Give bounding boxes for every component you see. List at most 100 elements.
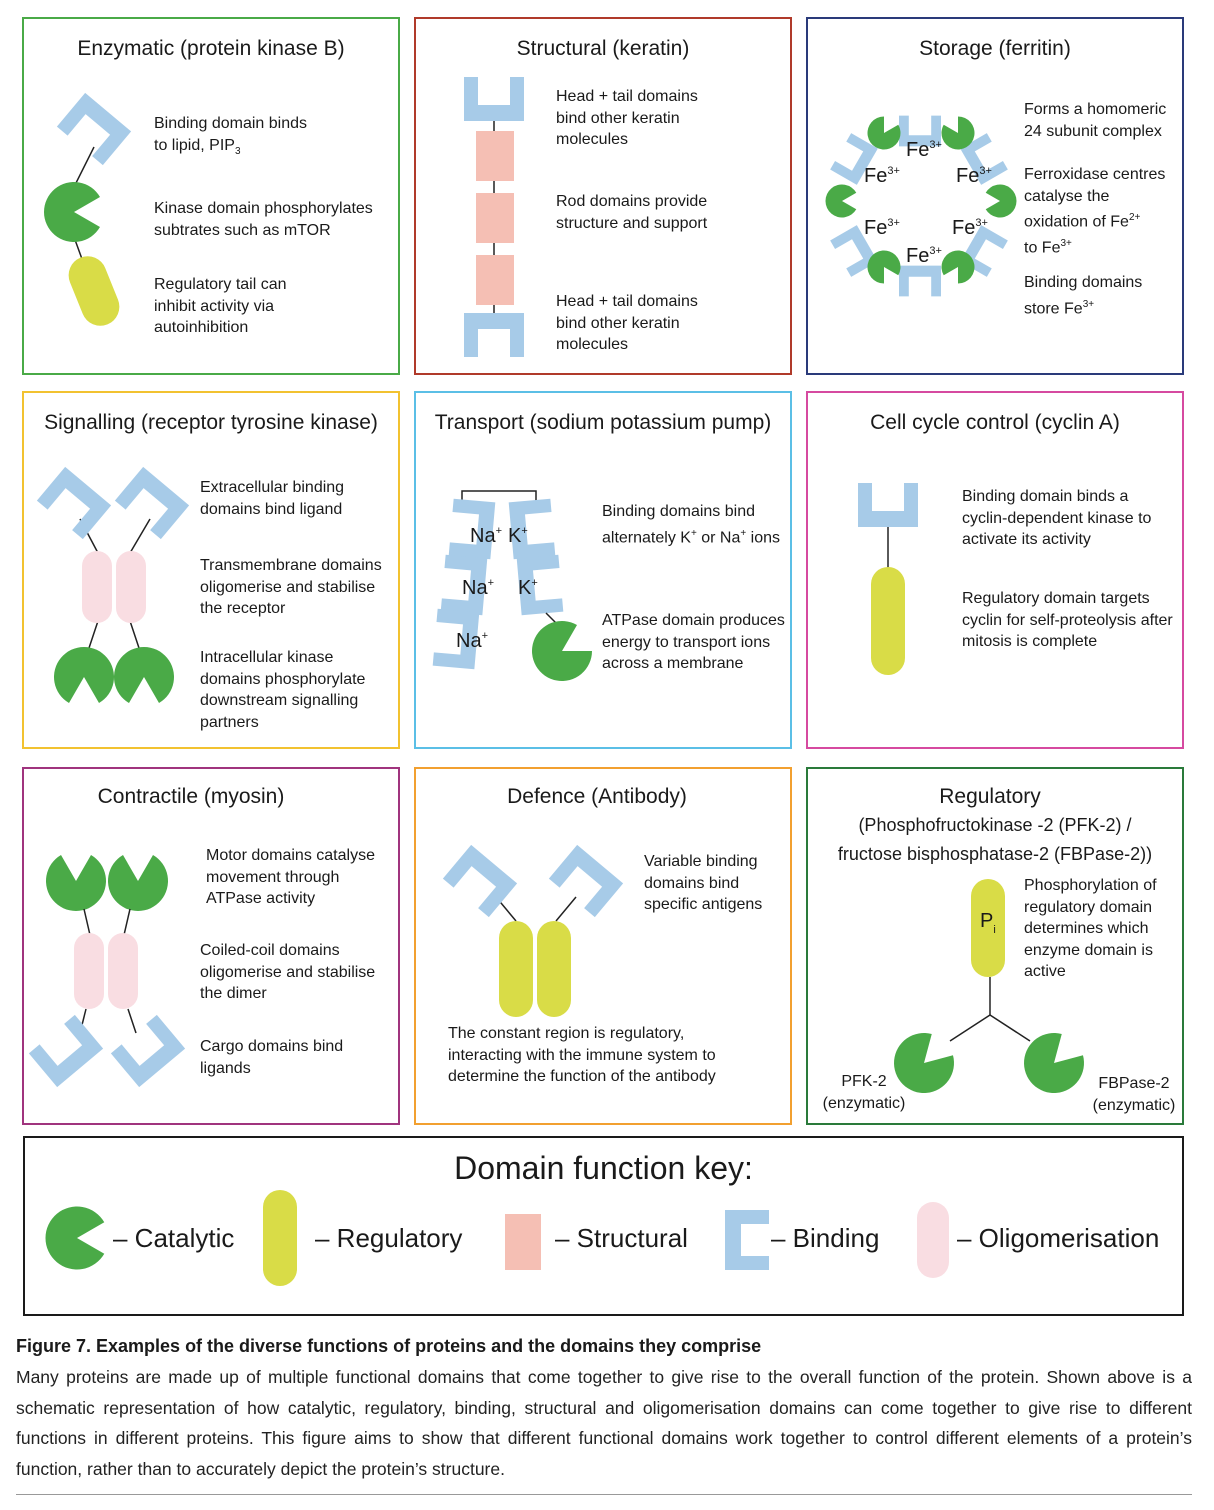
panel-enzymatic: Enzymatic (protein kinase B) Binding dom… <box>22 17 400 375</box>
svg-text:Fe3+: Fe3+ <box>906 245 942 267</box>
atpase-domain-icon <box>521 612 600 692</box>
intracellular-kinase-icon <box>53 646 174 703</box>
constant-region-icon <box>537 921 571 1017</box>
regulatory-subtitle: (Phosphofructokinase -2 (PFK-2) / fructo… <box>837 815 1153 864</box>
cargo-binding-icons <box>28 1014 186 1088</box>
cyclin-regulatory-text: Regulatory domain targets cyclin for sel… <box>962 590 1173 650</box>
panel-title: Signalling (receptor tyrosine kinase) <box>44 411 378 434</box>
svg-text:K+: K+ <box>508 525 528 547</box>
panel-contractile: Contractile (myosin) Motor domains catal… <box>22 767 400 1125</box>
rod-text: Rod domains provide structure and suppor… <box>556 193 708 232</box>
myosin-diagram <box>28 855 186 1088</box>
panel-defence: Defence (Antibody) Variable binding doma… <box>414 767 792 1125</box>
k-binding-icons <box>508 498 564 616</box>
panel-regulatory: Regulatory (Phosphofructokinase -2 (PFK-… <box>806 767 1184 1125</box>
atpase-text: ATPase domain produces energy to transpo… <box>602 612 785 672</box>
key-title: Domain function key: <box>454 1150 753 1186</box>
svg-text:K+: K+ <box>518 577 538 599</box>
figure-caption-title: Figure 7. Examples of the diverse functi… <box>16 1336 762 1356</box>
svg-text:Pi: Pi <box>980 910 996 936</box>
oligomerisation-key-icon <box>917 1202 949 1278</box>
svg-text:Fe3+: Fe3+ <box>956 165 992 187</box>
regulatory-key-icon <box>263 1190 297 1286</box>
panel-signalling: Signalling (receptor tyrosine kinase) Ex… <box>22 391 400 749</box>
binding-domain-icon <box>858 483 918 527</box>
tail-text: Regulatory tail can inhibit activity via… <box>154 276 287 336</box>
regulatory-tail-icon <box>68 256 120 326</box>
rod-domain-icon <box>476 255 514 305</box>
panel-title: Regulatory <box>939 785 1041 808</box>
svg-text:Fe3+: Fe3+ <box>864 217 900 239</box>
rtk-diagram <box>36 466 190 703</box>
tail-binding-icon <box>464 313 524 357</box>
keratin-diagram <box>464 77 524 357</box>
rod-domain-icon <box>476 193 514 243</box>
key-label-regulatory: – Regulatory <box>315 1223 463 1253</box>
panel-title: Cell cycle control (cyclin A) <box>870 411 1120 434</box>
fbpase2-catalytic-icon <box>1011 1023 1094 1106</box>
svg-text:Fe3+: Fe3+ <box>952 217 988 239</box>
catalytic-key-icon <box>45 1206 105 1270</box>
pfk2-diagram: Pi <box>881 879 1094 1106</box>
panel-title: Contractile (myosin) <box>97 785 285 808</box>
kinase-text: Kinase domain phosphorylates subtrates s… <box>154 200 373 239</box>
transmembrane-domain-icon <box>82 551 112 623</box>
svg-text:Na+: Na+ <box>470 525 502 547</box>
cyclin-diagram <box>858 483 918 675</box>
antibody-diagram <box>442 844 624 1017</box>
panel-title: Transport (sodium potassium pump) <box>434 411 772 434</box>
coiled-coil-icon <box>108 933 138 1009</box>
intracellular-text: Intracellular kinase domains phosphoryla… <box>200 649 366 731</box>
domain-key: Domain function key: – Catalytic – Regul… <box>23 1136 1184 1316</box>
structural-key-icon <box>505 1214 541 1270</box>
fe-ions: Fe3+ Fe3+ Fe3+ Fe3+ Fe3+ Fe3+ <box>864 139 992 267</box>
panel-structural: Structural (keratin) Head + tail domains… <box>414 17 792 375</box>
svg-text:Na+: Na+ <box>456 630 488 652</box>
variable-text: Variable binding domains bind specific a… <box>644 853 763 913</box>
panel-title: Defence (Antibody) <box>507 785 687 808</box>
coiled-text: Coiled-coil domains oligomerise and stab… <box>200 942 376 1002</box>
transmembrane-domain-icon <box>116 551 146 623</box>
pkb-diagram <box>43 92 132 326</box>
cyclin-binding-text: Binding domain binds a cyclin-dependent … <box>962 488 1152 548</box>
catalytic-domain-icon <box>43 182 100 242</box>
constant-region-icon <box>499 921 533 1017</box>
transport-binding-text: Binding domains bind alternately K+ or N… <box>602 503 780 546</box>
pfk2-label: PFK-2(enzymatic) <box>822 1073 906 1112</box>
panel-title: Storage (ferritin) <box>919 37 1071 60</box>
binding-text: Binding domain binds to lipid, PIP3 <box>154 115 307 157</box>
variable-binding-icons <box>442 844 624 918</box>
key-label-oligomerisation: – Oligomerisation <box>957 1223 1160 1253</box>
panel-cellcycle: Cell cycle control (cyclin A) Binding do… <box>806 391 1184 749</box>
storage-binding-text: Binding domains store Fe3+ <box>1024 274 1143 317</box>
key-label-structural: – Structural <box>555 1223 688 1253</box>
extracellular-text: Extracellular binding domains bind ligan… <box>200 479 345 518</box>
key-label-catalytic: – Catalytic <box>113 1223 235 1253</box>
transmembrane-text: Transmembrane domains oligomerise and st… <box>200 557 382 617</box>
key-swatches <box>45 1190 949 1286</box>
panel-transport: Transport (sodium potassium pump) Na+ K+… <box>414 391 792 749</box>
homomeric-text: Forms a homomeric 24 subunit complex <box>1024 101 1167 140</box>
coiled-coil-icon <box>74 933 104 1009</box>
svg-text:Fe3+: Fe3+ <box>906 139 942 161</box>
ferroxidase-text: Ferroxidase centres catalyse the oxidati… <box>1024 166 1166 257</box>
fbpase2-label: FBPase-2(enzymatic) <box>1092 1075 1176 1114</box>
cargo-text: Cargo domains bind ligands <box>200 1038 344 1077</box>
key-label-binding: – Binding <box>771 1223 880 1253</box>
ferritin-diagram: Fe3+ Fe3+ Fe3+ Fe3+ Fe3+ Fe3+ <box>825 112 1017 297</box>
caption-divider <box>16 1494 1192 1495</box>
head-text-top: Head + tail domains bind other keratin m… <box>556 88 698 148</box>
svg-text:Na+: Na+ <box>462 577 494 599</box>
svg-text:Fe3+: Fe3+ <box>864 165 900 187</box>
head-text-bottom: Head + tail domains bind other keratin m… <box>556 293 698 353</box>
binding-key-icon <box>725 1210 769 1270</box>
panel-title: Enzymatic (protein kinase B) <box>77 37 345 60</box>
extracellular-binding-icon <box>36 466 190 540</box>
regulatory-domain-icon <box>971 879 1005 977</box>
motor-text: Motor domains catalyse movement through … <box>206 847 375 907</box>
pump-diagram: Na+ K+ Na+ K+ Na+ <box>432 490 600 692</box>
phospho-text: Phosphorylation of regulatory domain det… <box>1024 877 1157 980</box>
binding-domain-icon <box>56 92 132 166</box>
panel-storage: Storage (ferritin) Fe3+ Fe3+ Fe3+ Fe3+ F… <box>806 17 1184 375</box>
panel-title: Structural (keratin) <box>516 37 690 60</box>
